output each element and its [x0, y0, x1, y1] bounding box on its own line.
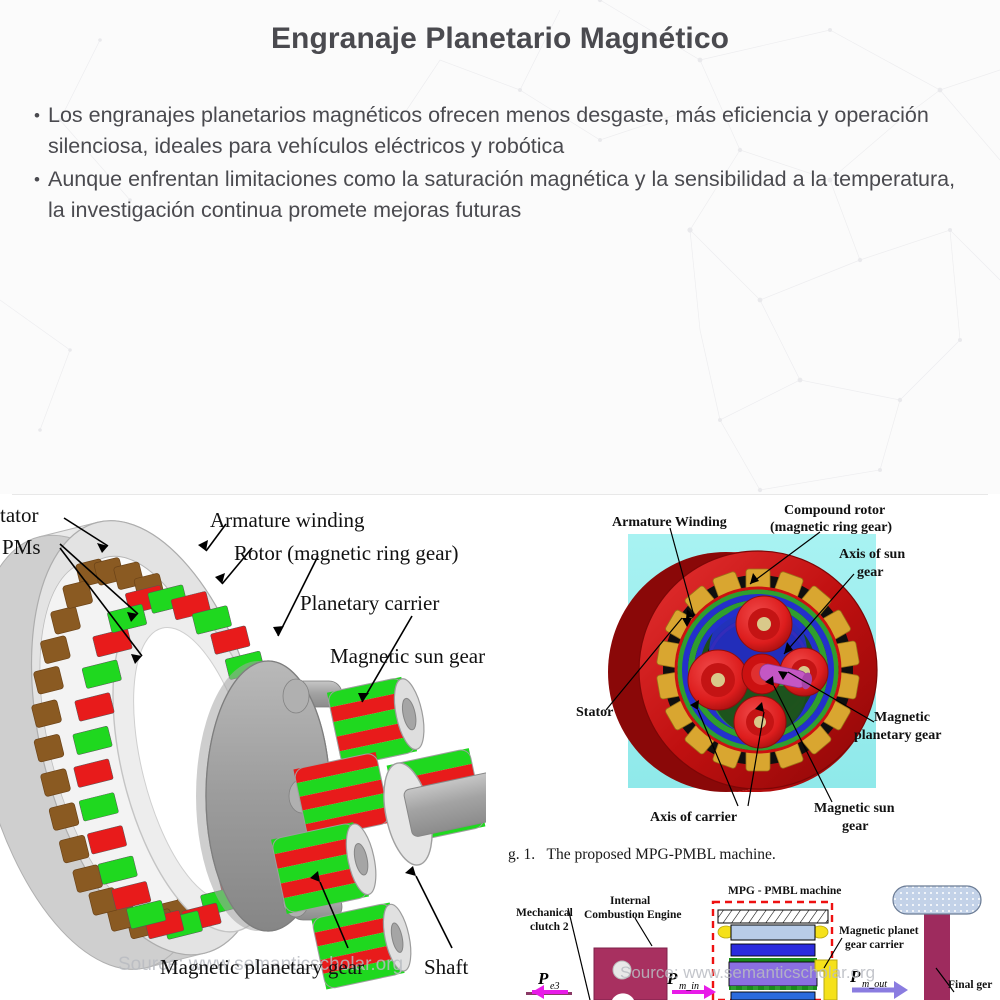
power-symbol-pmout: P m_out [849, 967, 887, 990]
ice-block [593, 947, 668, 1000]
label-rotor-ring-gear: Rotor (magnetic ring gear) [234, 541, 459, 565]
list-item: • Aunque enfrentan limitaciones como la … [34, 164, 970, 226]
label-armature-winding: Armature winding [210, 508, 365, 532]
power-arrow-pmout [852, 981, 908, 999]
label-stator: tator [0, 503, 38, 527]
figure-divider [12, 494, 988, 495]
figure-powertrain-block-diagram: MPG - PMBL machine Mechanical clutch 2 I… [502, 872, 1000, 1000]
svg-text:P: P [849, 967, 861, 986]
svg-text:P: P [666, 969, 678, 988]
svg-text:m_out: m_out [862, 979, 887, 990]
page-title: Engranaje Planetario Magnético [270, 22, 730, 55]
label-mpg-pmbl-machine: MPG - PMBL machine [728, 885, 841, 897]
label-planetary-carrier: Planetary carrier [300, 591, 439, 615]
bullet-list: • Los engranajes planetarios magnéticos … [34, 100, 970, 228]
label-mechanical: Mechanical [516, 907, 573, 919]
power-symbol-pmin: P m_in [666, 969, 699, 992]
label-axis-of-sun: Axis of sun [839, 547, 905, 562]
label-combustion-engine: Combustion Engine [584, 909, 681, 921]
label-magnetic-sun-gear: Magnetic sun gear [330, 644, 485, 668]
label-magnetic-planetary-gear: Magnetic planetary gear [160, 955, 364, 979]
label-internal: Internal [610, 895, 650, 907]
figure-cutaway-machine: Armature Winding Compound rotor (magneti… [502, 496, 1000, 874]
list-item: • Los engranajes planetarios magnéticos … [34, 100, 970, 162]
label-stator: Stator [576, 705, 613, 720]
label-shaft: Shaft [424, 955, 468, 979]
svg-text:e3: e3 [550, 981, 559, 992]
power-arrow-pmin [672, 985, 716, 999]
power-symbol-pe3: P e3 [537, 969, 559, 992]
label-magnetic: Magnetic [874, 710, 930, 725]
label-clutch-2: clutch 2 [530, 921, 569, 933]
label-armature-winding: Armature Winding [612, 515, 727, 530]
svg-text:m_in: m_in [679, 981, 699, 992]
label-axis-of-carrier: Axis of carrier [650, 810, 737, 825]
label-axis-of-sun-sub: gear [857, 565, 883, 580]
label-compound-rotor: Compound rotor [784, 503, 885, 518]
label-compound-rotor-sub: (magnetic ring gear) [770, 520, 892, 535]
bullet-text: Los engranajes planetarios magnéticos of… [48, 103, 929, 158]
bullet-text: Aunque enfrentan limitaciones como la sa… [48, 167, 956, 222]
figure-caption: g. 1. The proposed MPG-PMBL machine. [508, 846, 776, 863]
label-final-gear: Final ger [948, 979, 992, 991]
label-magnetic-planet: Magnetic planet [839, 925, 919, 937]
label-planetary-gear: planetary gear [854, 728, 941, 743]
label-magnetic-sun: Magnetic sun [814, 801, 895, 816]
figure-exploded-view: Source: www.semanticscholar.org [0, 496, 486, 1000]
bullet-marker: • [34, 170, 40, 189]
watermark-block: Source: www.semanticscholar.org [620, 963, 875, 982]
label-magnetic-sun-sub: gear [842, 819, 868, 834]
watermark-left: Source: www.semanticscholar.org [118, 954, 403, 975]
label-pms: PMs [2, 535, 41, 559]
bullet-marker: • [34, 106, 40, 125]
svg-text:P: P [537, 969, 549, 988]
label-gear-carrier: gear carrier [845, 939, 904, 951]
power-arrow-pe3 [532, 985, 568, 999]
figure-area: Source: www.semanticscholar.org [0, 494, 1000, 1000]
